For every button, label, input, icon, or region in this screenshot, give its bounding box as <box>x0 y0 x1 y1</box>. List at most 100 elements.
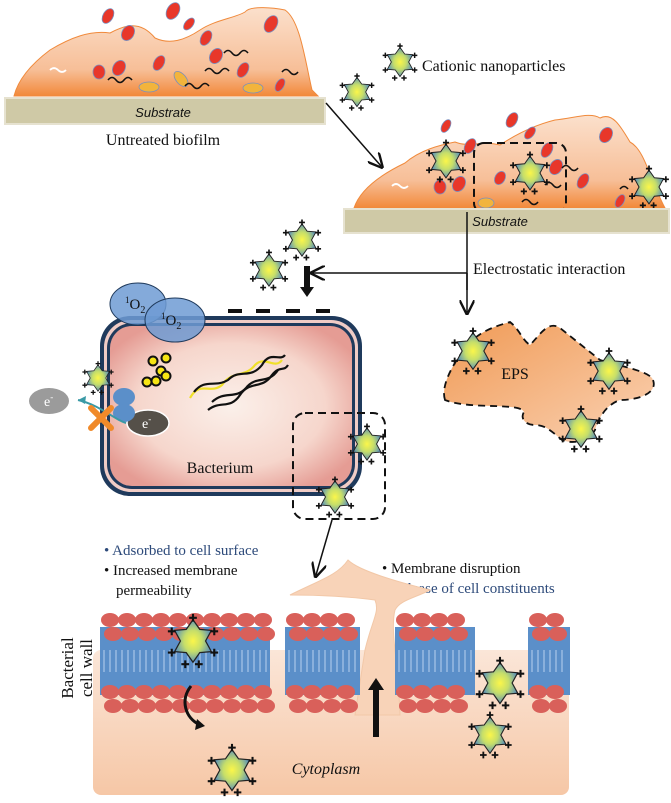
nanoparticle-icon <box>282 218 322 262</box>
membrane-segment <box>528 613 570 713</box>
lipid-head <box>430 613 448 627</box>
cytoplasm-label: Cytoplasm <box>292 761 360 778</box>
lipid-head <box>240 699 258 713</box>
cell-wall-panel: Bacterial cell wall Cytoplasm <box>58 559 570 798</box>
bacterium-label: Bacterium <box>187 460 254 477</box>
lipid-head <box>101 613 119 627</box>
lipid-head <box>447 613 465 627</box>
bullets-left: • Adsorbed to cell surface• Increased me… <box>104 543 259 599</box>
lipid-head <box>254 685 272 699</box>
lipid-head <box>237 613 255 627</box>
lipid-head <box>447 685 465 699</box>
lipid-head <box>286 685 304 699</box>
bacterium-cytoplasm <box>110 326 352 486</box>
lipid-head <box>169 613 187 627</box>
substrate-bar <box>4 97 326 125</box>
lipid-head <box>529 613 547 627</box>
lipid-head <box>104 699 122 713</box>
zoom-region-box-membrane <box>292 412 386 520</box>
bullet-item: • Increased membrane <box>104 563 238 579</box>
lipid-head <box>135 613 153 627</box>
down-arrow <box>300 266 314 297</box>
dna-coil <box>189 354 289 411</box>
lipid-head <box>306 627 324 641</box>
treated-bacteria-cells <box>433 112 626 208</box>
lipid-head <box>240 627 258 641</box>
lipid-head <box>320 685 338 699</box>
lipid-head <box>532 627 550 641</box>
lipid-head <box>546 685 564 699</box>
electron-out-label: e- <box>44 392 53 410</box>
cell-wall-label-line2: cell wall <box>77 639 96 697</box>
electron-in <box>126 409 170 437</box>
treated-substrate-label: Substrate <box>472 214 528 229</box>
entry-arrowhead <box>195 719 205 730</box>
lipid-head <box>303 685 321 699</box>
singlet-oxygen-label-2: 1O2 <box>161 311 181 332</box>
lipid-head <box>138 699 156 713</box>
substrate-label: Substrate <box>135 105 191 120</box>
lipid-head <box>257 699 275 713</box>
lipid-head <box>289 627 307 641</box>
lipid-head <box>433 699 451 713</box>
lipid-head <box>323 627 341 641</box>
membrane-segment <box>285 613 360 713</box>
lipid-head <box>101 685 119 699</box>
singlet-oxygen-label-1: 1O2 <box>125 295 145 316</box>
white-strand <box>49 67 67 73</box>
lipid-head <box>152 685 170 699</box>
lipid-head <box>152 613 170 627</box>
bullet-item: • Release of cell constituents <box>382 581 555 597</box>
lipid-head <box>450 699 468 713</box>
yellow-cells <box>138 70 264 94</box>
lipid-head <box>223 627 241 641</box>
membrane-segment <box>395 613 475 713</box>
lipid-head <box>416 627 434 641</box>
lipid-head <box>121 627 139 641</box>
cationic-nanoparticles-label: Cationic nanoparticles <box>422 58 566 75</box>
lipid-head <box>546 613 564 627</box>
lipid-head <box>320 613 338 627</box>
singlet-oxygen-bubbles: 1O2 1O2 <box>109 282 206 343</box>
lipid-head <box>223 699 241 713</box>
electrostatic-connector: Electrostatic interaction <box>313 212 625 312</box>
lipid-head <box>104 627 122 641</box>
eps-label: EPS <box>501 366 529 383</box>
lipid-head <box>303 613 321 627</box>
lipid-head <box>549 699 567 713</box>
lipid-head <box>433 627 451 641</box>
bullet-item: • Membrane disruption <box>382 561 521 577</box>
nanoparticle-legend: Cationic nanoparticles <box>338 42 566 112</box>
lipid-head <box>203 685 221 699</box>
yellow-granules <box>141 352 172 388</box>
lipid-head <box>289 699 307 713</box>
bullets-right: • Membrane disruption • Release of cell c… <box>382 561 555 597</box>
lipid-head <box>169 685 187 699</box>
lipid-head <box>337 613 355 627</box>
arrow-to-membrane <box>316 519 333 575</box>
nanoparticle-icon <box>381 42 419 82</box>
lipid-head <box>286 613 304 627</box>
nanoparticle-icon <box>338 72 376 112</box>
untreated-biofilm-label: Untreated biofilm <box>106 132 221 149</box>
lipid-head <box>306 699 324 713</box>
lipid-head <box>529 685 547 699</box>
treated-biofilm-panel: Substrate <box>343 112 670 234</box>
lipid-head <box>323 699 341 713</box>
bullet-item: permeability <box>116 583 192 599</box>
lipid-head <box>203 613 221 627</box>
lipid-head <box>118 685 136 699</box>
lipid-head <box>532 699 550 713</box>
electron-in-label: e- <box>142 414 151 432</box>
treated-yellow-cell <box>477 197 495 209</box>
treated-biofilm-matrix <box>353 114 666 209</box>
lipid-head <box>155 627 173 641</box>
lipid-head <box>430 685 448 699</box>
lipid-head <box>237 685 255 699</box>
lipid-head <box>450 627 468 641</box>
lipid-head <box>118 613 136 627</box>
lipid-head <box>254 613 272 627</box>
lipid-head <box>220 685 238 699</box>
eps-shape <box>443 321 655 443</box>
